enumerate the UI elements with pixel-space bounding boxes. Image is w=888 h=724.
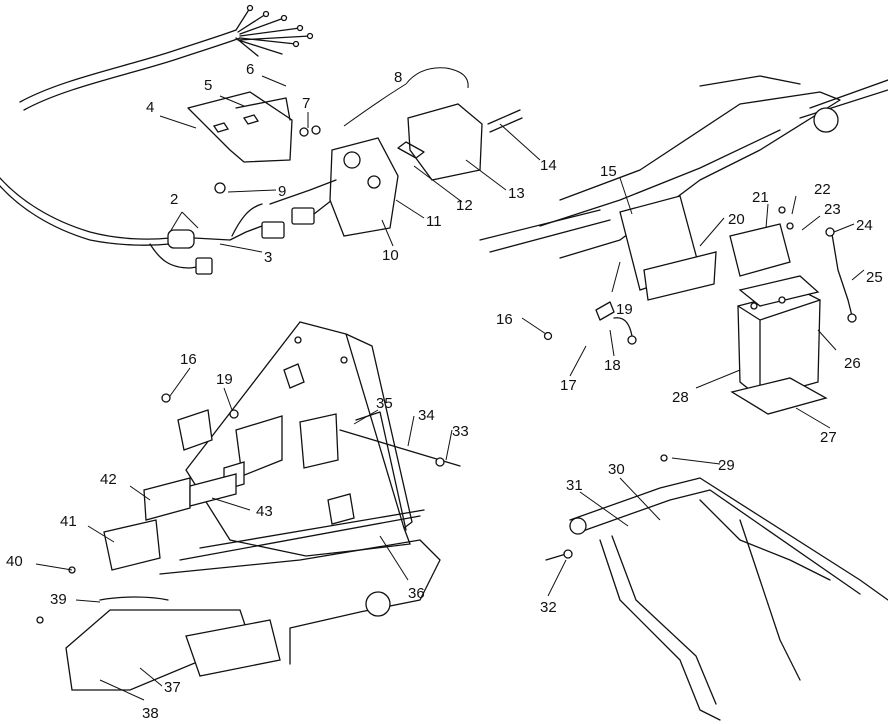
callout-30: 30 bbox=[608, 461, 625, 478]
callout-37: 37 bbox=[164, 679, 181, 696]
callout-3: 3 bbox=[264, 249, 272, 266]
callout-16a: 16 bbox=[496, 311, 513, 328]
callout-4: 4 bbox=[146, 99, 154, 116]
callout-19b: 19 bbox=[216, 371, 233, 388]
callout-38: 38 bbox=[142, 705, 159, 722]
callout-27: 27 bbox=[820, 429, 837, 446]
callout-32: 32 bbox=[540, 599, 557, 616]
callout-labels: 2 3 4 5 6 7 8 9 10 11 12 13 14 15 16 16 … bbox=[6, 61, 883, 722]
leader-lines bbox=[35, 67, 865, 701]
callout-20: 20 bbox=[728, 211, 745, 228]
callout-8: 8 bbox=[394, 69, 402, 86]
rear-frame-section bbox=[545, 454, 888, 721]
callout-5: 5 bbox=[204, 77, 212, 94]
callout-10: 10 bbox=[382, 247, 399, 264]
callout-41: 41 bbox=[60, 513, 77, 530]
callout-7: 7 bbox=[302, 95, 310, 112]
tail-light-housing bbox=[214, 103, 523, 237]
callout-35: 35 bbox=[376, 395, 393, 412]
callout-9: 9 bbox=[278, 183, 286, 200]
callout-17: 17 bbox=[560, 377, 577, 394]
mounting-plate-assembly bbox=[143, 321, 461, 557]
callout-14: 14 bbox=[540, 157, 557, 174]
callout-24: 24 bbox=[856, 217, 873, 234]
callout-15: 15 bbox=[600, 163, 617, 180]
callout-16b: 16 bbox=[180, 351, 197, 368]
callout-25: 25 bbox=[866, 269, 883, 286]
callout-26: 26 bbox=[844, 355, 861, 372]
callout-31: 31 bbox=[566, 477, 583, 494]
battery-box-frame bbox=[479, 75, 888, 301]
lower-frame bbox=[36, 509, 441, 691]
callout-42: 42 bbox=[100, 471, 117, 488]
callout-21: 21 bbox=[752, 189, 769, 206]
callout-22: 22 bbox=[814, 181, 831, 198]
mounting-bracket bbox=[187, 91, 293, 163]
callout-13: 13 bbox=[508, 185, 525, 202]
callout-11: 11 bbox=[426, 213, 442, 230]
callout-33: 33 bbox=[452, 423, 469, 440]
callout-39: 39 bbox=[50, 591, 67, 608]
callout-6: 6 bbox=[246, 61, 254, 78]
callout-12: 12 bbox=[456, 197, 473, 214]
callout-36: 36 bbox=[408, 585, 425, 602]
callout-2: 2 bbox=[170, 191, 178, 208]
callout-19a: 19 bbox=[616, 301, 633, 318]
callout-34: 34 bbox=[418, 407, 435, 424]
callout-23: 23 bbox=[824, 201, 841, 218]
callout-18: 18 bbox=[604, 357, 621, 374]
callout-29: 29 bbox=[718, 457, 735, 474]
battery bbox=[543, 206, 857, 415]
wiring-harness-assembly bbox=[0, 4, 377, 275]
callout-28: 28 bbox=[672, 389, 689, 406]
callout-40: 40 bbox=[6, 553, 23, 570]
callout-43: 43 bbox=[256, 503, 273, 520]
